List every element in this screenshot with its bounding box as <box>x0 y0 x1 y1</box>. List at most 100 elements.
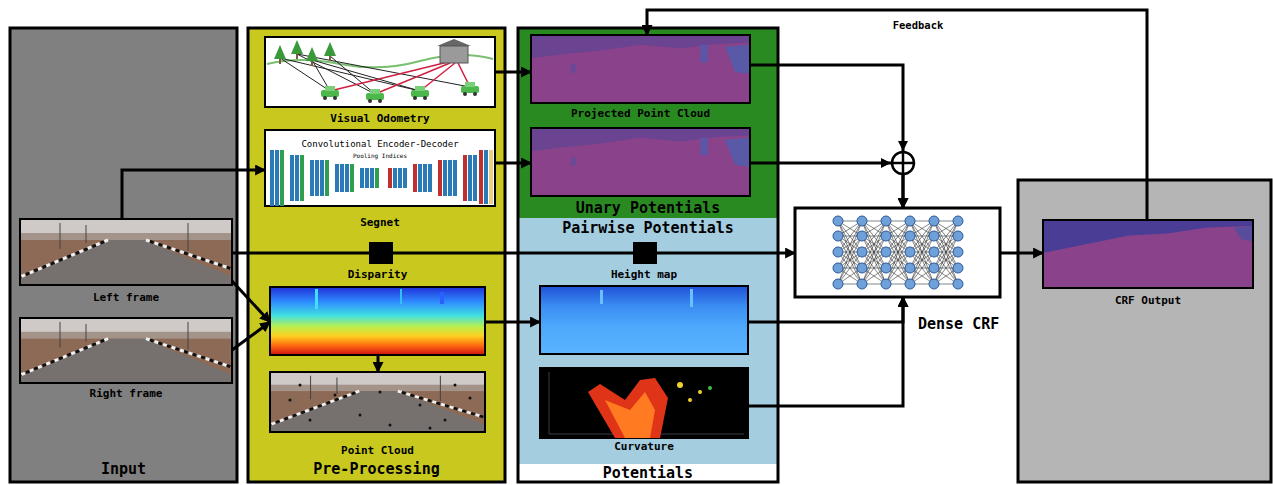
odometry-sketch <box>375 63 450 94</box>
segnet-sketch <box>275 150 279 206</box>
odometry-sketch <box>265 37 495 107</box>
point-cloud-view <box>270 372 485 432</box>
crf-network <box>929 216 939 289</box>
segnet-sketch <box>270 150 488 206</box>
point-cloud-view <box>289 384 472 430</box>
odometry-sketch <box>274 45 286 59</box>
crf-network <box>881 216 891 289</box>
segnet-sketch <box>393 168 397 188</box>
segnet-sketch <box>375 168 379 188</box>
segnet-sketch <box>489 150 493 204</box>
flow-arrow <box>1000 252 1043 255</box>
odometry-sketch <box>279 59 281 64</box>
segnet-sketch <box>325 160 329 196</box>
disparity-map <box>315 289 318 309</box>
crf-output-map <box>1043 220 1253 288</box>
point-cloud-view <box>359 414 362 417</box>
sum-symbol <box>892 152 914 174</box>
panel-fill <box>518 28 778 482</box>
segnet-sketch <box>300 155 304 201</box>
crf-box: Dense CRF <box>795 208 1000 297</box>
segnet-sketch <box>370 168 374 188</box>
node-label: Point Cloud <box>341 445 414 458</box>
odometry-sketch <box>321 86 479 100</box>
panel-fill <box>248 28 505 482</box>
segnet-sketch <box>315 160 319 196</box>
flow-arrow <box>122 170 265 219</box>
height-map <box>540 286 748 354</box>
flow-arrow <box>750 163 903 208</box>
odometry-sketch <box>465 82 475 87</box>
odometry-sketch <box>312 60 420 91</box>
point-cloud-view <box>469 397 472 400</box>
segnet-sketch <box>290 155 294 201</box>
sum-symbol <box>881 141 914 174</box>
odometry-sketch <box>265 37 495 107</box>
node-label: Height map <box>611 269 677 282</box>
potential-image: Projected Point Cloud <box>531 35 750 123</box>
stage-panel: Potentials Unary Potentials Projected Poin… <box>518 28 778 482</box>
curvature-plot <box>708 386 712 390</box>
flow-arrow <box>485 321 540 324</box>
disparity-map <box>270 287 485 355</box>
disparity-map <box>270 287 485 355</box>
segnet-sketch <box>473 155 477 201</box>
frame-photo <box>20 318 232 383</box>
node-label: Pre-Processing <box>313 461 439 478</box>
crf-output-map <box>1043 220 1253 288</box>
odometry-sketch <box>423 96 427 100</box>
frame-image: Right frame <box>20 318 232 403</box>
odometry-sketch <box>279 54 331 66</box>
node-label: Input <box>101 461 146 478</box>
node-label: Curvature <box>614 441 674 454</box>
odometry-sketch <box>323 96 327 100</box>
odometry-sketch <box>324 42 336 56</box>
node-label: Pairwise Potentials <box>562 220 734 237</box>
module-caption: Convolutional Encoder-Decoder <box>260 132 500 151</box>
odometry-sketch <box>333 96 337 100</box>
segnet-sketch <box>479 150 483 204</box>
segnet-sketch <box>295 155 299 201</box>
flow-arrow <box>377 355 380 372</box>
point-cloud-view <box>309 419 312 422</box>
point-cloud-view <box>444 419 447 422</box>
node-label: Unary Potentials <box>576 200 721 217</box>
odometry-sketch <box>440 46 468 63</box>
module-caption: Pooling Indices <box>353 153 407 160</box>
segnet-sketch <box>443 160 447 196</box>
segnet-sketch <box>265 130 495 206</box>
node-label: Potentials <box>603 465 693 482</box>
height-map <box>600 290 603 304</box>
odometry-sketch <box>413 96 417 100</box>
node-label: Right frame <box>90 388 163 401</box>
segnet-sketch <box>418 164 422 192</box>
crf-network <box>833 216 843 289</box>
flow-arrow <box>748 297 903 322</box>
block-marker <box>369 242 393 264</box>
segnet-sketch <box>335 164 339 192</box>
panel-fill <box>1018 180 1271 482</box>
frame-image: Left frame <box>20 219 232 307</box>
potential-band: Unary Potentials Projected Point Cloud <box>518 28 778 218</box>
panel-fill <box>518 28 778 482</box>
odometry-sketch <box>461 86 479 93</box>
segnet-sketch <box>423 164 427 192</box>
odometry-sketch <box>296 54 298 59</box>
odometry-sketch <box>411 90 429 97</box>
segmentation-map <box>531 128 750 196</box>
odometry-sketch <box>291 40 303 54</box>
odometry-sketch <box>370 89 380 94</box>
curvature-plot <box>698 390 702 394</box>
module-box: Visual Odometry <box>265 37 495 128</box>
odometry-sketch <box>378 99 382 103</box>
segnet-sketch <box>438 160 442 196</box>
crf-network <box>857 216 867 289</box>
odometry-sketch <box>463 92 467 96</box>
curvature-plot <box>588 378 668 438</box>
crf-network <box>953 216 963 289</box>
flow-arrow <box>495 71 531 74</box>
flow-arrow <box>232 281 270 322</box>
curvature-plot <box>540 368 748 438</box>
odometry-sketch <box>437 39 471 46</box>
point-cloud-view <box>299 384 302 387</box>
